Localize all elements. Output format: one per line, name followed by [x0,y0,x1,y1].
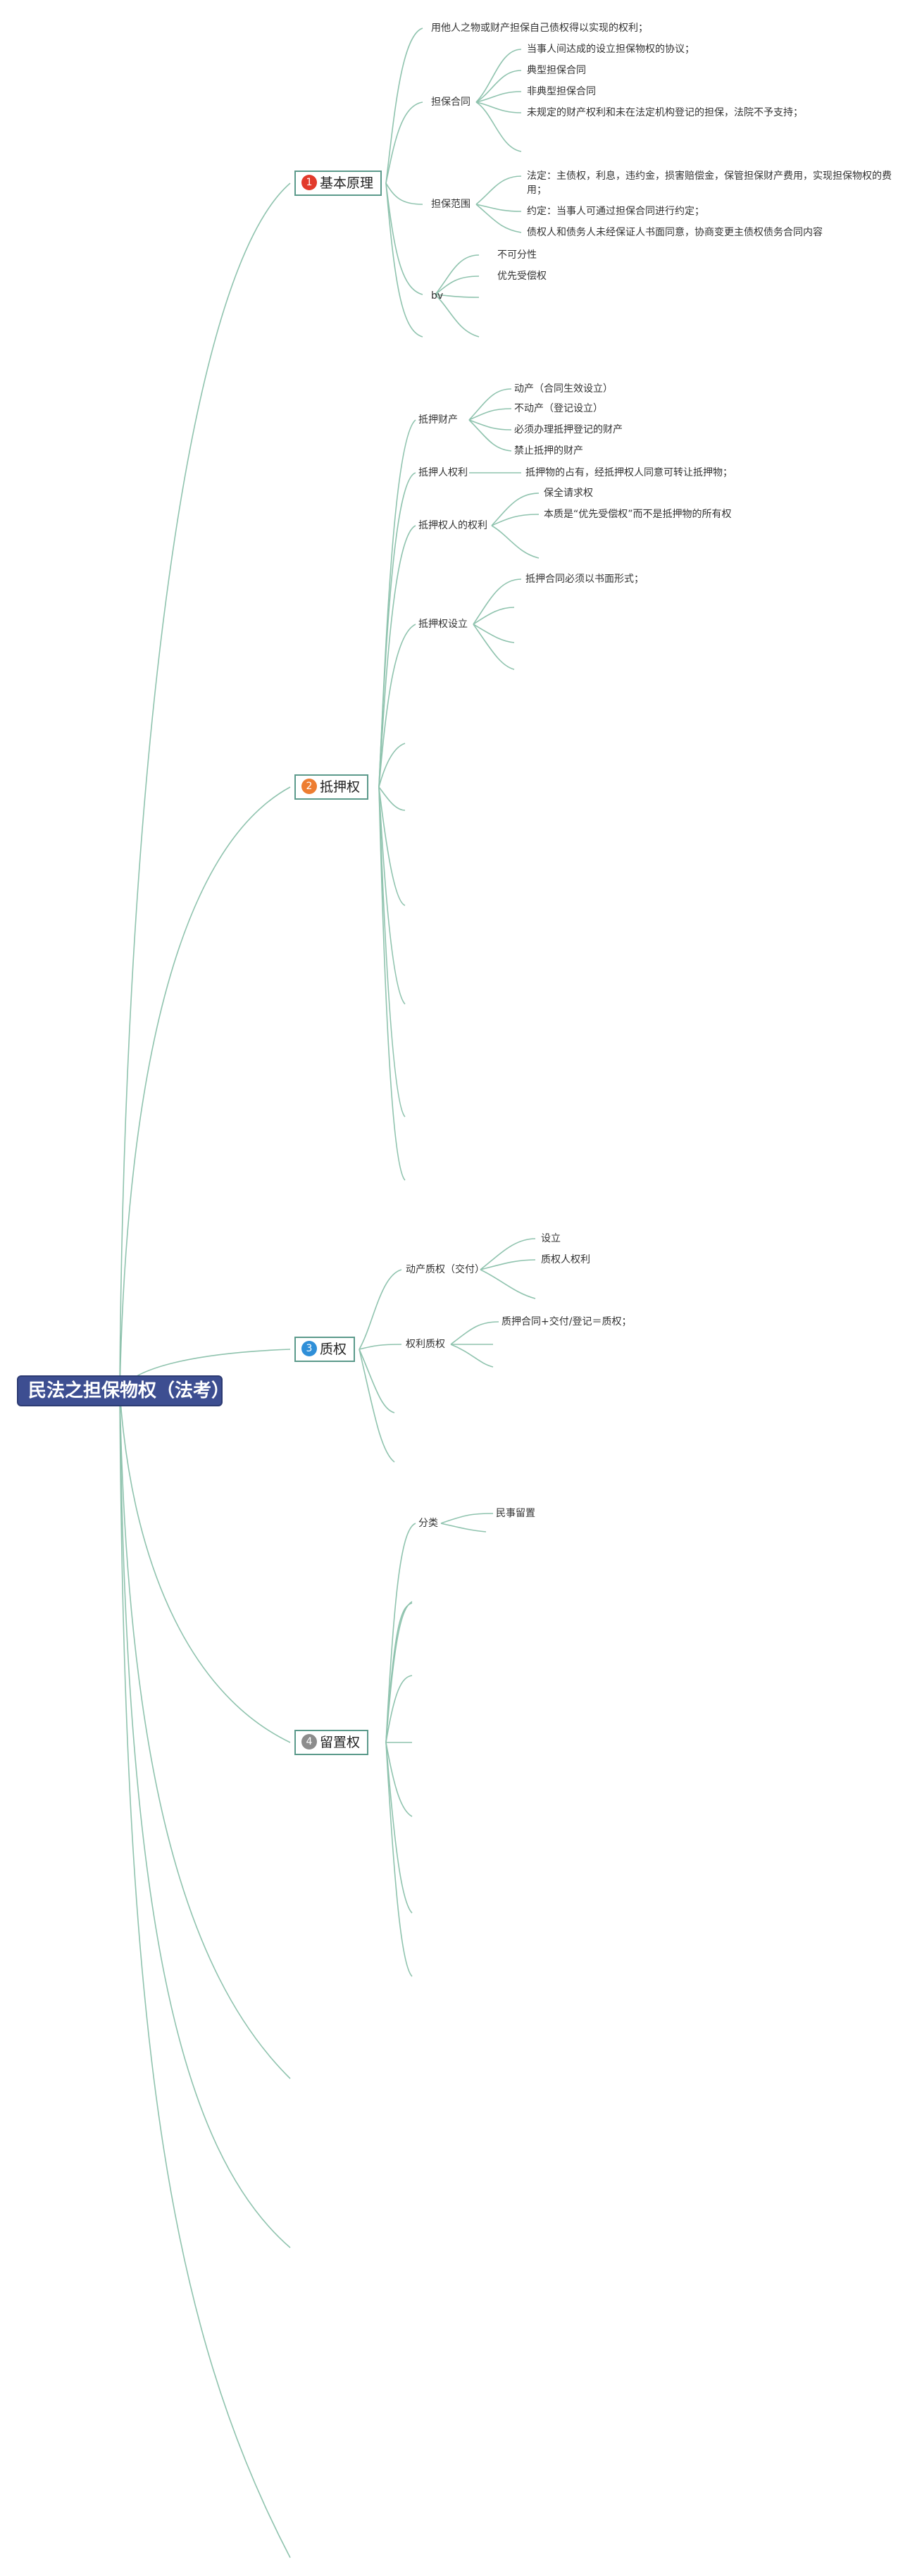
node-leaf[interactable]: 法定：主债权，利息，违约金，损害赔偿金，保管担保财产费用，实现担保物权的费用； [527,171,892,196]
number-badge: 4 [301,1733,317,1750]
number-badge: 2 [301,778,317,794]
node-leaf[interactable]: 典型担保合同 [527,65,586,76]
node-rights-pledge[interactable]: 权利质权 [406,1339,445,1350]
number-badge: 1 [301,174,317,190]
node-mortgage-property[interactable]: 抵押财产 [418,414,458,426]
number-badge: 3 [301,1340,317,1356]
node-leaf[interactable]: 质押合同+交付/登记＝质权； [502,1316,632,1327]
node-leaf[interactable]: 保全请求权 [544,488,593,499]
node-guarantee-scope[interactable]: 担保范围 [431,199,471,210]
node-leaf[interactable]: 优先受偿权 [497,271,547,282]
node-movable-pledge[interactable]: 动产质权（交付） [406,1264,485,1275]
node-mortgagor-rights[interactable]: 抵押人权利 [418,467,468,478]
node-leaf[interactable]: 未规定的财产权利和未在法定机构登记的担保，法院不予支持； [527,107,803,118]
node-leaf[interactable]: 不动产（登记设立） [514,403,603,414]
node-mortgagee-rights[interactable]: 抵押权人的权利 [418,520,487,531]
node-leaf[interactable]: 设立 [541,1233,561,1244]
node-leaf[interactable]: 当事人间达成的设立担保物权的协议； [527,44,694,55]
node-leaf[interactable]: 约定：当事人可通过担保合同进行约定； [527,206,704,217]
node-definition[interactable]: 用他人之物或财产担保自己债权得以实现的权利； [431,23,648,34]
node-mortgage-establishment[interactable]: 抵押权设立 [418,619,468,630]
node-leaf[interactable]: 抵押物的占有，经抵押权人同意可转让抵押物； [525,467,733,478]
node-leaf[interactable]: 抵押合同必须以书面形式； [525,574,644,585]
node-leaf[interactable]: 本质是“优先受偿权”而不是抵押物的所有权 [544,509,732,520]
branch-label: 留置权 [320,1735,361,1750]
branch-label: 基本原理 [320,175,374,191]
node-bv[interactable]: bv [431,290,444,302]
node-guarantee-contract[interactable]: 担保合同 [431,97,471,108]
node-leaf[interactable]: 动产（合同生效设立） [514,383,613,395]
branch-label: 质权 [320,1342,347,1357]
node-leaf[interactable]: 民事留置 [496,1508,535,1519]
node-leaf[interactable]: 债权人和债务人未经保证人书面同意，协商变更主债权债务合同内容 [527,227,823,238]
branch-label: 抵押权 [320,779,361,795]
node-leaf[interactable]: 禁止抵押的财产 [514,445,583,457]
node-leaf[interactable]: 质权人权利 [541,1254,590,1265]
node-leaf[interactable]: 不可分性 [497,249,537,261]
node-classification[interactable]: 分类 [418,1518,438,1529]
root-topic[interactable]: 民法之担保物权（法考） [17,1375,230,1406]
node-leaf[interactable]: 必须办理抵押登记的财产 [514,424,623,435]
node-leaf[interactable]: 非典型担保合同 [527,86,596,97]
